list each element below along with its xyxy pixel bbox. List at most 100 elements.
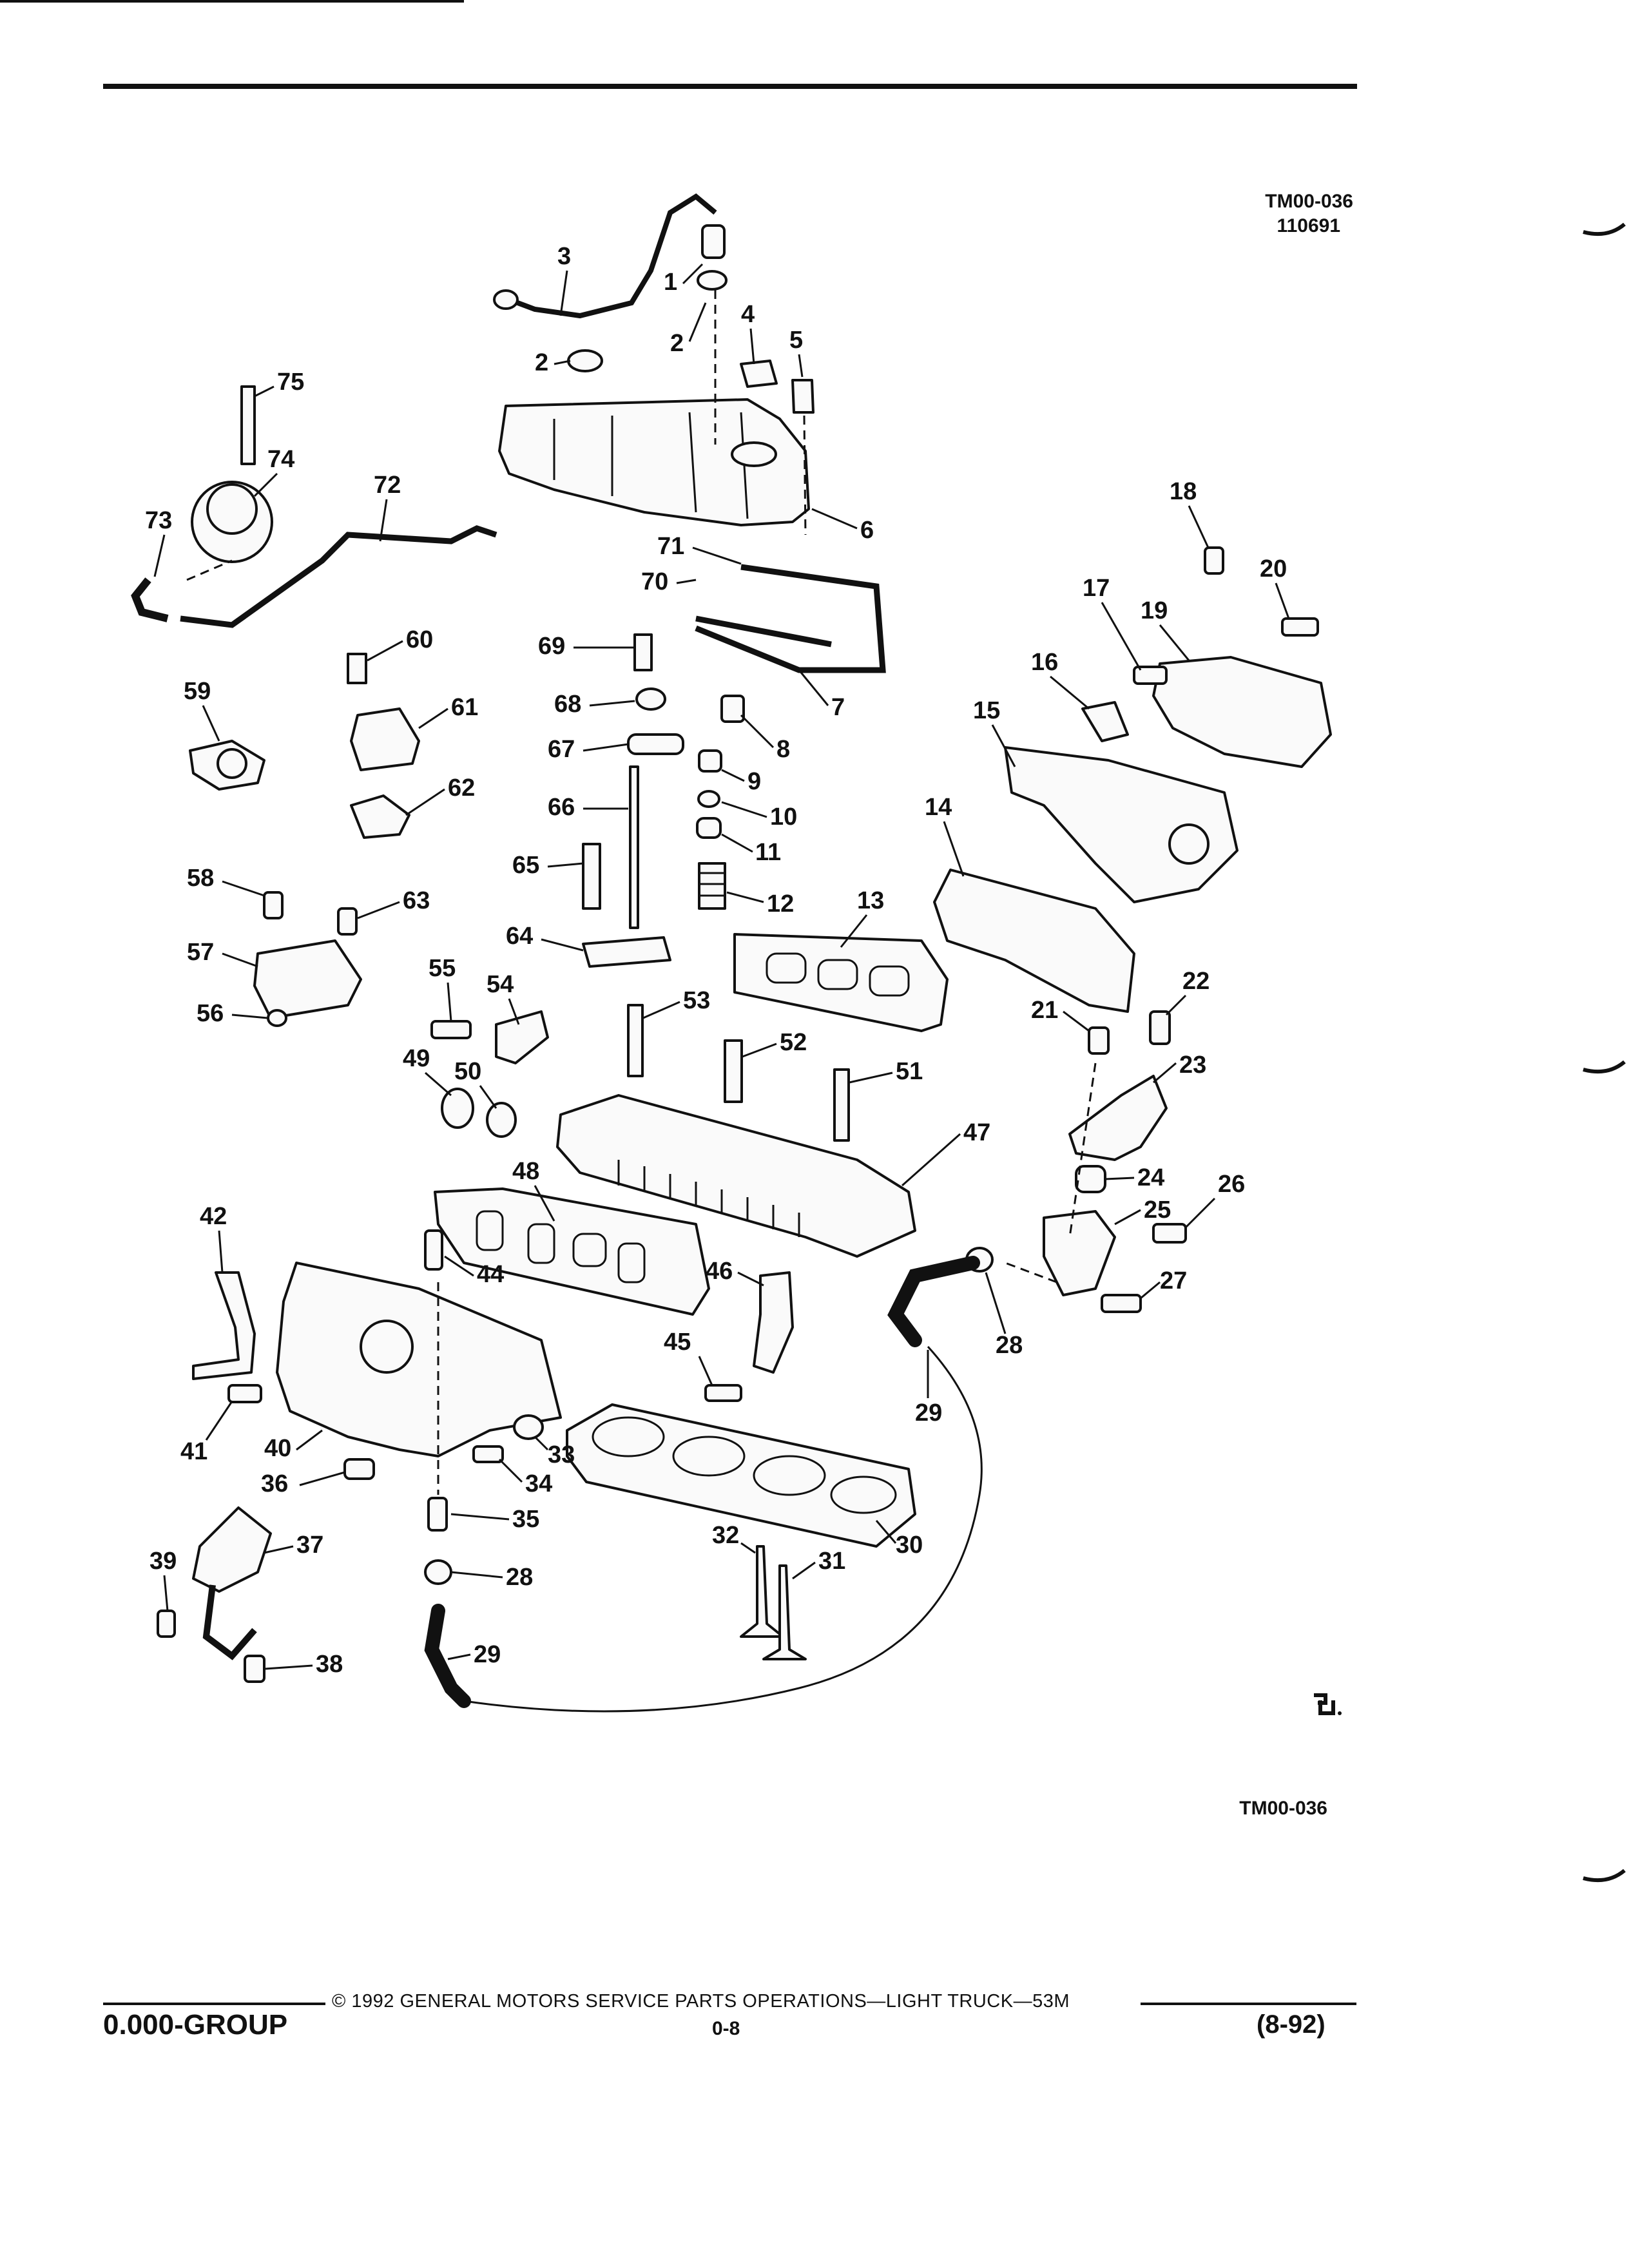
key-part-10	[697, 790, 720, 808]
heat-shield-part-14	[933, 869, 1135, 1013]
callout-4: 4	[741, 301, 755, 328]
head-gasket-bore-4	[830, 1475, 897, 1514]
callout-41: 41	[180, 1438, 207, 1465]
callout-18: 18	[1170, 478, 1197, 505]
callout-61: 61	[451, 694, 478, 721]
rocker-cover-part	[498, 398, 810, 526]
footer-group-label: 0.000-GROUP	[103, 2009, 288, 2041]
callout-55: 55	[429, 955, 456, 982]
bolt-part-45	[704, 1384, 742, 1402]
callout-71: 71	[657, 533, 684, 560]
callout-5: 5	[789, 327, 803, 354]
footer-page-number: 0-8	[712, 2018, 740, 2039]
lifter-part-65	[582, 843, 601, 910]
retainer-part-11	[696, 817, 722, 839]
figure-bottom-ref: TM00-036	[1239, 1798, 1327, 1819]
callout-72: 72	[374, 472, 401, 499]
callout-28-right: 28	[996, 1332, 1023, 1359]
hose-connection-line	[463, 1345, 983, 1713]
top-left-rule	[0, 0, 464, 3]
exhaust-gasket-port-3	[869, 965, 910, 997]
rocker-cover-ribs	[553, 412, 749, 519]
callout-15: 15	[973, 697, 1000, 724]
callout-group: 1 2 2 3 4 5 6 7 8 9 10 11 12 13 14 15 16…	[145, 243, 1290, 1678]
water-outlet-part-23	[1068, 1075, 1168, 1161]
callout-27: 27	[1160, 1267, 1187, 1294]
callout-24: 24	[1137, 1164, 1164, 1191]
hose-part-29-lower	[424, 1604, 471, 1708]
callout-10: 10	[770, 803, 797, 831]
hose-part-73	[131, 577, 169, 622]
plug-part-36	[343, 1458, 375, 1480]
valve-part-32	[740, 1545, 784, 1638]
callout-28-lower: 28	[506, 1564, 533, 1591]
sensor-part-44	[424, 1229, 443, 1271]
callout-9: 9	[747, 768, 761, 795]
callout-47: 47	[963, 1119, 990, 1146]
publisher-mark-icon	[1314, 1693, 1342, 1715]
callout-49: 49	[403, 1045, 430, 1072]
callout-54: 54	[487, 971, 514, 998]
callout-14: 14	[925, 794, 952, 821]
spring-part-12	[698, 862, 726, 910]
cylinder-head-part-47	[556, 1094, 916, 1258]
bolt-part-20	[1281, 617, 1319, 637]
plug-part-56	[267, 1009, 287, 1027]
intake-gasket-part-48	[434, 1187, 710, 1316]
callout-33: 33	[548, 1441, 575, 1468]
rocker-cover-filler	[731, 441, 777, 467]
gasket-part-62	[350, 794, 410, 839]
callout-58: 58	[187, 865, 214, 892]
callout-53: 53	[683, 987, 710, 1014]
callout-39: 39	[149, 1548, 177, 1575]
bolt-part-38	[244, 1655, 265, 1683]
intake-gasket-port-2	[527, 1223, 555, 1264]
bracket-part-46	[753, 1271, 794, 1374]
housing-part-25	[1043, 1210, 1116, 1296]
figure-ref-code: TM00-036	[1265, 191, 1353, 212]
callout-48: 48	[512, 1158, 539, 1185]
callout-22: 22	[1182, 968, 1210, 995]
clamp-part-28-lower	[424, 1559, 452, 1585]
callout-17: 17	[1083, 575, 1110, 602]
heater-cord-37	[202, 1584, 257, 1660]
callout-1: 1	[664, 269, 677, 296]
breather-tube-end	[493, 289, 519, 310]
binding-mark-1	[1583, 222, 1626, 236]
bolt-part-8	[720, 695, 745, 723]
exhaust-gasket-port-1	[766, 952, 807, 984]
callout-2-left: 2	[535, 349, 548, 376]
cap-part-9	[698, 749, 722, 773]
clamp-part-16	[1081, 701, 1129, 742]
oil-pipe-part	[695, 564, 886, 673]
callout-23: 23	[1179, 1052, 1206, 1079]
seal-part-50	[486, 1102, 517, 1138]
callout-73: 73	[145, 507, 172, 534]
head-gasket-bore-3	[753, 1455, 826, 1496]
grommet-part-top	[697, 270, 728, 291]
callout-60: 60	[406, 626, 433, 653]
callout-13: 13	[857, 887, 884, 914]
callout-19: 19	[1141, 597, 1168, 624]
cylinder-head-ports	[617, 1160, 800, 1237]
gasket-part-59-hole	[217, 748, 247, 779]
callout-56: 56	[197, 1000, 224, 1027]
leader-dash-5	[803, 415, 807, 535]
valve-part-31	[762, 1564, 807, 1660]
seal-part	[740, 360, 778, 388]
callout-65: 65	[512, 852, 539, 879]
bolt-part-52	[724, 1039, 743, 1103]
callout-32: 32	[712, 1522, 739, 1549]
bolt-part-17	[1133, 666, 1168, 685]
rocker-arm-part-67	[627, 733, 684, 755]
callout-59: 59	[184, 678, 211, 705]
heater-part-37	[192, 1506, 272, 1593]
callout-69: 69	[538, 633, 565, 660]
breather-tube-part	[508, 193, 717, 319]
stud-part-75	[240, 385, 256, 465]
callout-63: 63	[403, 887, 430, 914]
callout-31: 31	[818, 1548, 845, 1575]
bracket-part-42	[192, 1271, 256, 1380]
callout-70: 70	[641, 568, 668, 595]
